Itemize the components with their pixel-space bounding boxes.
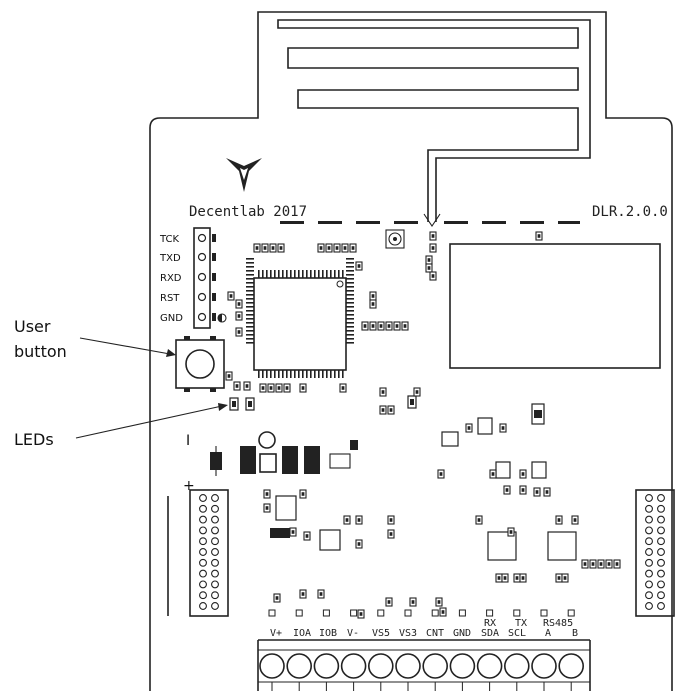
leds-label: LEDs [14, 430, 54, 449]
pin-label-rst: RST [160, 293, 180, 304]
ufl-connector [385, 229, 405, 249]
minus-marker: I [186, 433, 190, 449]
board-outline [149, 11, 673, 691]
antenna-feed [423, 213, 441, 227]
left-expansion-header [189, 489, 229, 617]
terminal-label-vs5: VS5 [372, 628, 390, 639]
terminal-label-vs3: VS3 [399, 628, 417, 639]
user-button [175, 336, 225, 392]
terminal-label-a: A [545, 628, 551, 639]
right-expansion-header [635, 489, 675, 617]
terminal-label-scl: SCL [508, 628, 526, 639]
decentlab-logo [226, 158, 262, 192]
terminal-label-gnd: GND [453, 628, 471, 639]
terminal-block [257, 609, 591, 691]
terminal-label-b: B [572, 628, 578, 639]
terminal-top-rx: RX [484, 618, 496, 629]
half-circle-marker [218, 314, 222, 322]
user-button-label-line2: button [14, 342, 67, 361]
keepout-dashes [280, 221, 580, 224]
user-button-arrow [79, 337, 171, 355]
user-button-label-line1: User [14, 317, 51, 336]
pin-label-rxd: RXD [160, 273, 182, 284]
pin-label-gnd: GND [160, 313, 183, 324]
terminal-label-sda: SDA [481, 628, 499, 639]
terminal-labels: V+ IOA IOB V- VS5 VS3 CNT GND SDA SCL A … [270, 628, 578, 639]
terminal-label-v-plus: V+ [270, 628, 282, 639]
leds-arrow [75, 405, 223, 439]
pin-label-txd: TXD [159, 253, 181, 264]
jtag-header [193, 227, 216, 329]
terminal-label-v-minus: V- [347, 628, 359, 639]
brand-text: Decentlab 2017 [189, 204, 307, 220]
power-components [210, 395, 577, 561]
terminal-label-cnt: CNT [426, 628, 444, 639]
rf-module [449, 243, 661, 369]
terminal-top-tx: TX [515, 618, 527, 629]
smd-components [225, 231, 621, 619]
terminal-label-iob: IOB [319, 628, 337, 639]
pin-label-tck: TCK [159, 234, 180, 245]
terminal-label-ioa: IOA [293, 628, 311, 639]
plus-marker: + [183, 478, 195, 494]
antenna-trace [277, 19, 591, 222]
terminal-top-rs485: RS485 [543, 618, 573, 629]
led-pair [229, 397, 255, 411]
version-text: DLR.2.0.0 [592, 204, 668, 220]
microcontroller-chip [246, 258, 354, 378]
